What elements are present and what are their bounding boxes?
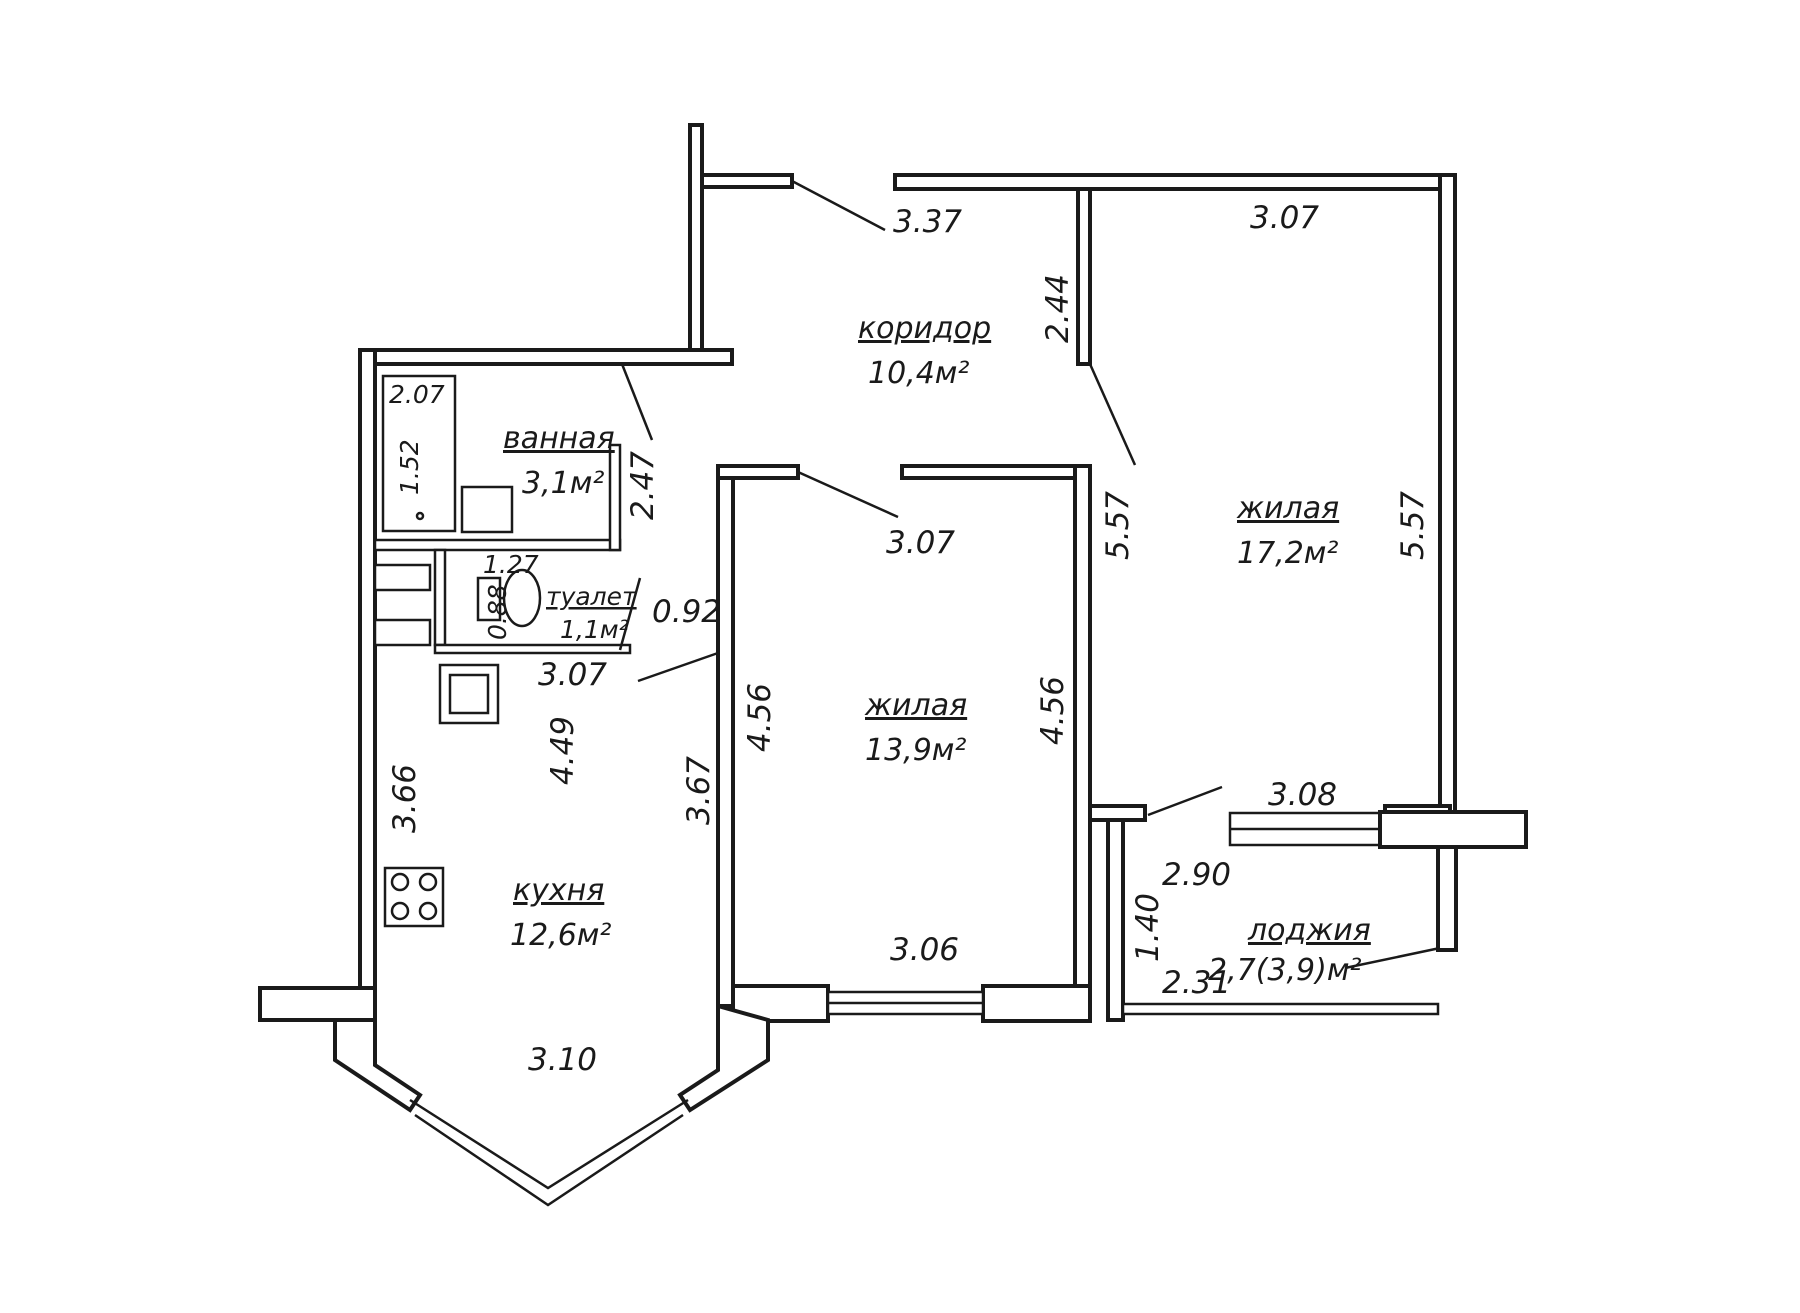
kitchen-bay-window <box>409 1098 689 1190</box>
wall-top-right <box>893 173 1457 191</box>
dim-toilet-depth: 0.88 <box>483 584 512 640</box>
dim-bath-tub-length: 1.52 <box>395 439 424 495</box>
washbasin <box>460 485 514 534</box>
door-entrance <box>791 179 886 232</box>
dim-toilet-door: 0.92 <box>652 594 721 630</box>
bathtub <box>381 374 457 533</box>
wall-left-outer <box>358 348 377 1077</box>
walls <box>258 123 1528 1207</box>
wall-living-large-bottom-left <box>1088 804 1147 822</box>
bathroom-fixtures <box>373 374 632 725</box>
room-name-toilet: туалет <box>546 582 638 611</box>
dim-kitchen-right: 3.67 <box>681 756 717 825</box>
wall-bath-right <box>608 443 622 552</box>
shaft-block-2 <box>373 618 432 647</box>
room-area-corridor: 10,4м² <box>868 356 969 391</box>
door-living-large <box>1088 363 1137 466</box>
wall-right-outer <box>1438 173 1457 817</box>
door-kitchen <box>637 651 719 683</box>
wall-loggia-right-stub <box>1378 810 1528 849</box>
dim-kitchen-inner: 4.49 <box>545 716 581 785</box>
wall-partition-living <box>1073 464 1092 1023</box>
room-name-corridor: коридор <box>858 311 991 346</box>
wall-toilet-left <box>433 548 447 647</box>
toilet-tank <box>476 576 502 622</box>
dim-bath-height: 2.47 <box>625 451 661 520</box>
wall-kitchen-bay-right <box>677 1003 770 1113</box>
dim-living-large-left: 5.57 <box>1100 491 1136 560</box>
room-area-bathroom: 3,1м² <box>522 466 604 501</box>
dim-living-large-bottom: 3.08 <box>1268 777 1337 813</box>
wall-living-small-top-left <box>716 464 800 480</box>
door-loggia <box>1147 785 1223 817</box>
stove-icon <box>383 866 445 928</box>
dim-living-small-right: 4.56 <box>1035 676 1071 745</box>
room-area-living-small: 13,9м² <box>865 733 966 768</box>
wall-corridor-left-stub <box>688 123 704 352</box>
wall-living-small-top-right <box>900 464 1089 480</box>
wall-living-small-bottom-right <box>981 984 1092 1023</box>
wall-toilet-bottom <box>433 643 632 655</box>
wall-loggia-left <box>1106 818 1125 1022</box>
wall-kitchen-bay-left <box>333 1018 423 1113</box>
room-name-living-small: жилая <box>864 688 967 723</box>
room-name-kitchen: кухня <box>513 873 604 908</box>
wall-partition-kitchen-living <box>716 464 735 1008</box>
room-area-living-large: 17,2м² <box>1237 536 1338 571</box>
dim-loggia-side: 1.40 <box>1130 893 1166 962</box>
door-toilet <box>618 577 642 651</box>
room-area-loggia: 2,7(3,9)м² <box>1208 953 1362 988</box>
room-area-toilet: 1,1м² <box>560 615 629 644</box>
door-bathroom <box>620 363 654 441</box>
room-name-living-large: жилая <box>1236 491 1339 526</box>
dim-toilet-width: 1.27 <box>483 550 539 579</box>
room-name-loggia: лоджия <box>1247 913 1371 948</box>
dim-living-small-top: 3.07 <box>886 525 955 561</box>
room-labels: коридор 10,4м² ванная 3,1м² туалет 1,1м²… <box>503 311 1441 988</box>
dim-corridor-side: 2.44 <box>1040 274 1076 343</box>
dimension-labels: 3.37 2.44 2.07 1.52 2.47 1.27 0.88 0.92 … <box>387 200 1431 1078</box>
dim-kitchen-top: 3.07 <box>538 657 607 693</box>
wall-left-balcony-stub <box>258 986 377 1022</box>
dim-living-large-right: 5.57 <box>1395 491 1431 560</box>
toilet-bowl <box>502 568 542 628</box>
wall-bath-top <box>358 348 734 366</box>
wall-bath-toilet <box>373 538 622 552</box>
dim-bath-tub-width: 2.07 <box>389 380 445 409</box>
dim-loggia-bottom: 2.31 <box>1162 965 1231 1001</box>
dim-living-large-top: 3.07 <box>1250 200 1319 236</box>
dim-loggia-top: 2.90 <box>1162 857 1231 893</box>
loggia-rail <box>1121 1002 1440 1016</box>
door-living-small <box>797 470 899 519</box>
dim-corridor-top: 3.37 <box>893 204 962 240</box>
room-name-bathroom: ванная <box>503 421 615 456</box>
dim-kitchen-left: 3.66 <box>387 764 423 833</box>
dim-living-small-bottom: 3.06 <box>890 932 959 968</box>
dim-kitchen-bottom: 3.10 <box>528 1042 597 1078</box>
door-swings <box>618 179 1223 817</box>
wall-corridor-top-left <box>700 173 794 189</box>
wall-partition-living-large-top <box>1076 187 1092 366</box>
shaft-block-1 <box>373 563 432 592</box>
room-area-kitchen: 12,6м² <box>510 918 611 953</box>
dim-living-small-left: 4.56 <box>742 683 778 752</box>
